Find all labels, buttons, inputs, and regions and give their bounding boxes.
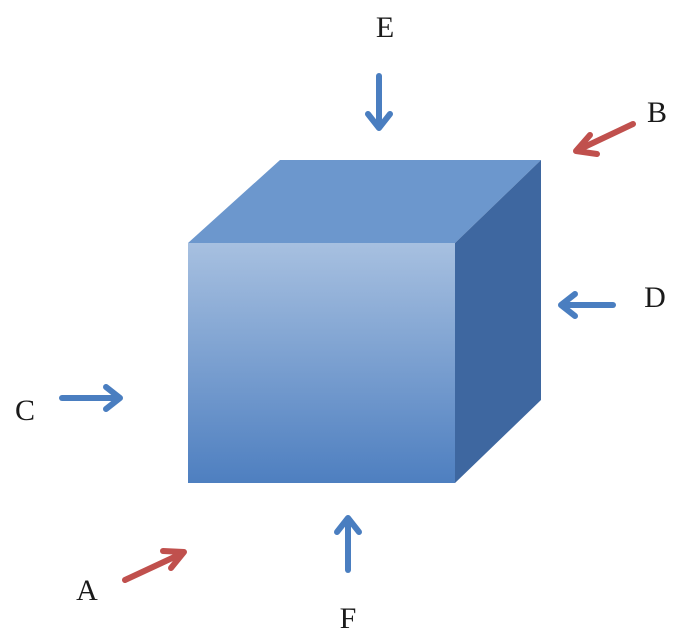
cube-front-face — [188, 243, 455, 483]
arrow-c — [59, 384, 123, 412]
arrow-d — [558, 291, 616, 319]
cube — [188, 160, 541, 483]
label-d: D — [644, 281, 666, 314]
arrow-b — [573, 121, 636, 157]
label-e: E — [376, 11, 394, 44]
label-b: B — [647, 96, 667, 129]
arrow-e — [365, 73, 393, 131]
arrow-a — [122, 548, 187, 583]
label-a: A — [76, 574, 98, 607]
cube-top-face — [188, 160, 541, 243]
cube-side-face — [455, 160, 541, 483]
label-f: F — [340, 602, 357, 633]
label-c: C — [15, 394, 35, 427]
arrow-f — [334, 515, 362, 573]
